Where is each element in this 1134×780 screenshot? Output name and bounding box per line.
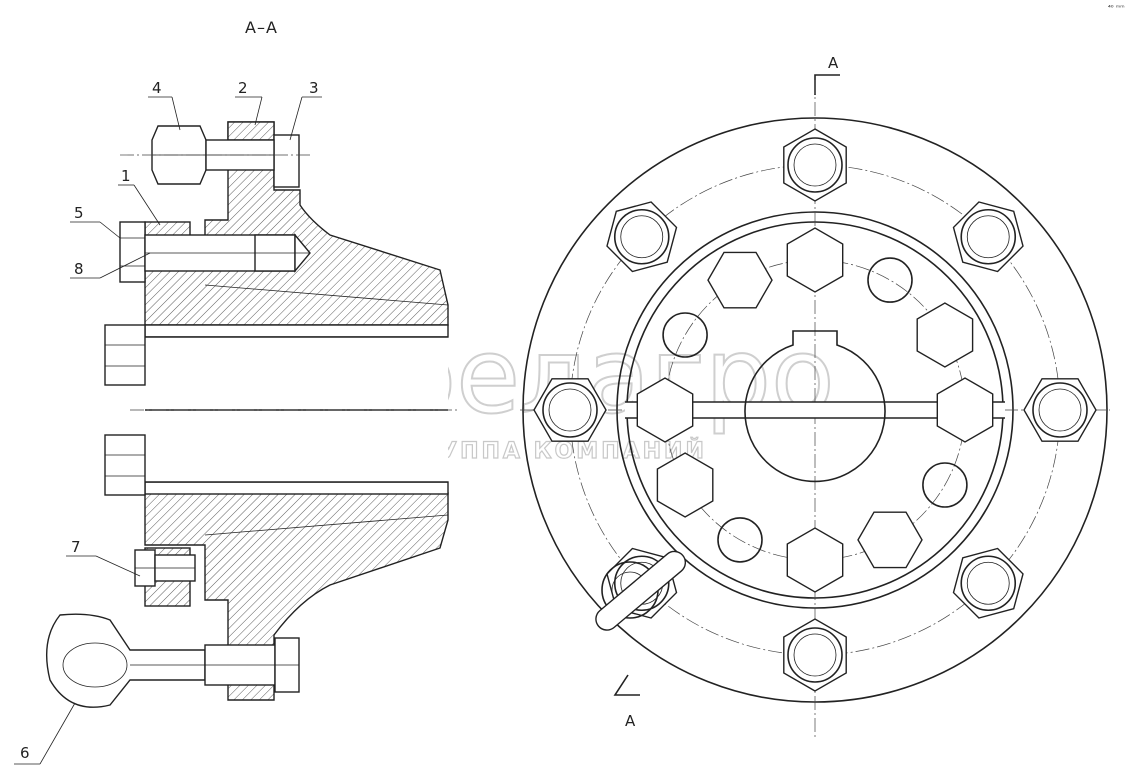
section-arrow-top: А — [814, 54, 840, 95]
inner-hole-icon — [867, 257, 913, 303]
part-2-block — [227, 121, 275, 141]
callout-6: 6 — [20, 744, 30, 762]
hub-body-lower — [144, 492, 449, 701]
inner-hole-icon — [707, 251, 773, 309]
section-view: А–А — [14, 18, 460, 765]
callout-5: 5 — [74, 204, 84, 222]
inner-hole-icon — [916, 302, 974, 368]
bolt-head-middle-lower — [104, 434, 146, 496]
watermark-tagline: ГРУППА КОМПАНИЙ — [404, 438, 707, 464]
section-arrow-bottom: А — [613, 674, 640, 730]
inner-bolts — [636, 227, 994, 593]
corner-mark: ⁴⁰ ᵐᵐ — [1108, 4, 1125, 12]
bolt-head-middle-upper — [104, 324, 146, 386]
outer-bolt-icon — [952, 201, 1024, 273]
part-8-screw — [144, 233, 311, 273]
part-3-stud — [273, 134, 300, 188]
inner-hex-bolt-icon — [786, 227, 844, 293]
callout-4: 4 — [152, 79, 162, 97]
outer-bolt-icon — [1023, 378, 1097, 442]
part-5-bolt-head — [119, 221, 146, 283]
callout-7: 7 — [71, 538, 81, 556]
keyed-bore — [744, 330, 886, 483]
outer-bolt-icon — [783, 618, 847, 692]
section-mark-top: А — [828, 54, 839, 72]
outer-bolt-icon — [783, 128, 847, 202]
outer-bolt-icon — [952, 547, 1024, 619]
callout-2: 2 — [238, 79, 248, 97]
callout-1: 1 — [121, 167, 131, 185]
inner-hole-icon — [857, 511, 923, 569]
section-view-title: А–А — [245, 18, 278, 37]
lifting-eye — [595, 550, 687, 631]
front-view: А А — [520, 54, 1110, 740]
inner-hole-icon — [656, 452, 714, 518]
outer-bolt-icon — [533, 378, 607, 442]
part-6-eye-bolt — [45, 613, 300, 708]
inner-hex-bolt-icon — [786, 527, 844, 593]
inner-hex-bolt-icon — [936, 377, 994, 443]
bore-lower-edge — [144, 481, 449, 495]
leader-lines — [14, 96, 322, 765]
inner-hole-icon — [662, 312, 708, 358]
outer-bolt-icon — [606, 201, 678, 273]
callout-3: 3 — [309, 79, 319, 97]
inner-hex-bolt-icon — [636, 377, 694, 443]
inner-hole-icon — [717, 517, 763, 563]
callout-8: 8 — [74, 260, 84, 278]
inner-hole-icon — [922, 462, 968, 508]
part-7-bolt — [134, 549, 196, 587]
bore-upper-edge — [144, 324, 449, 338]
section-mark-bottom: А — [625, 712, 636, 730]
